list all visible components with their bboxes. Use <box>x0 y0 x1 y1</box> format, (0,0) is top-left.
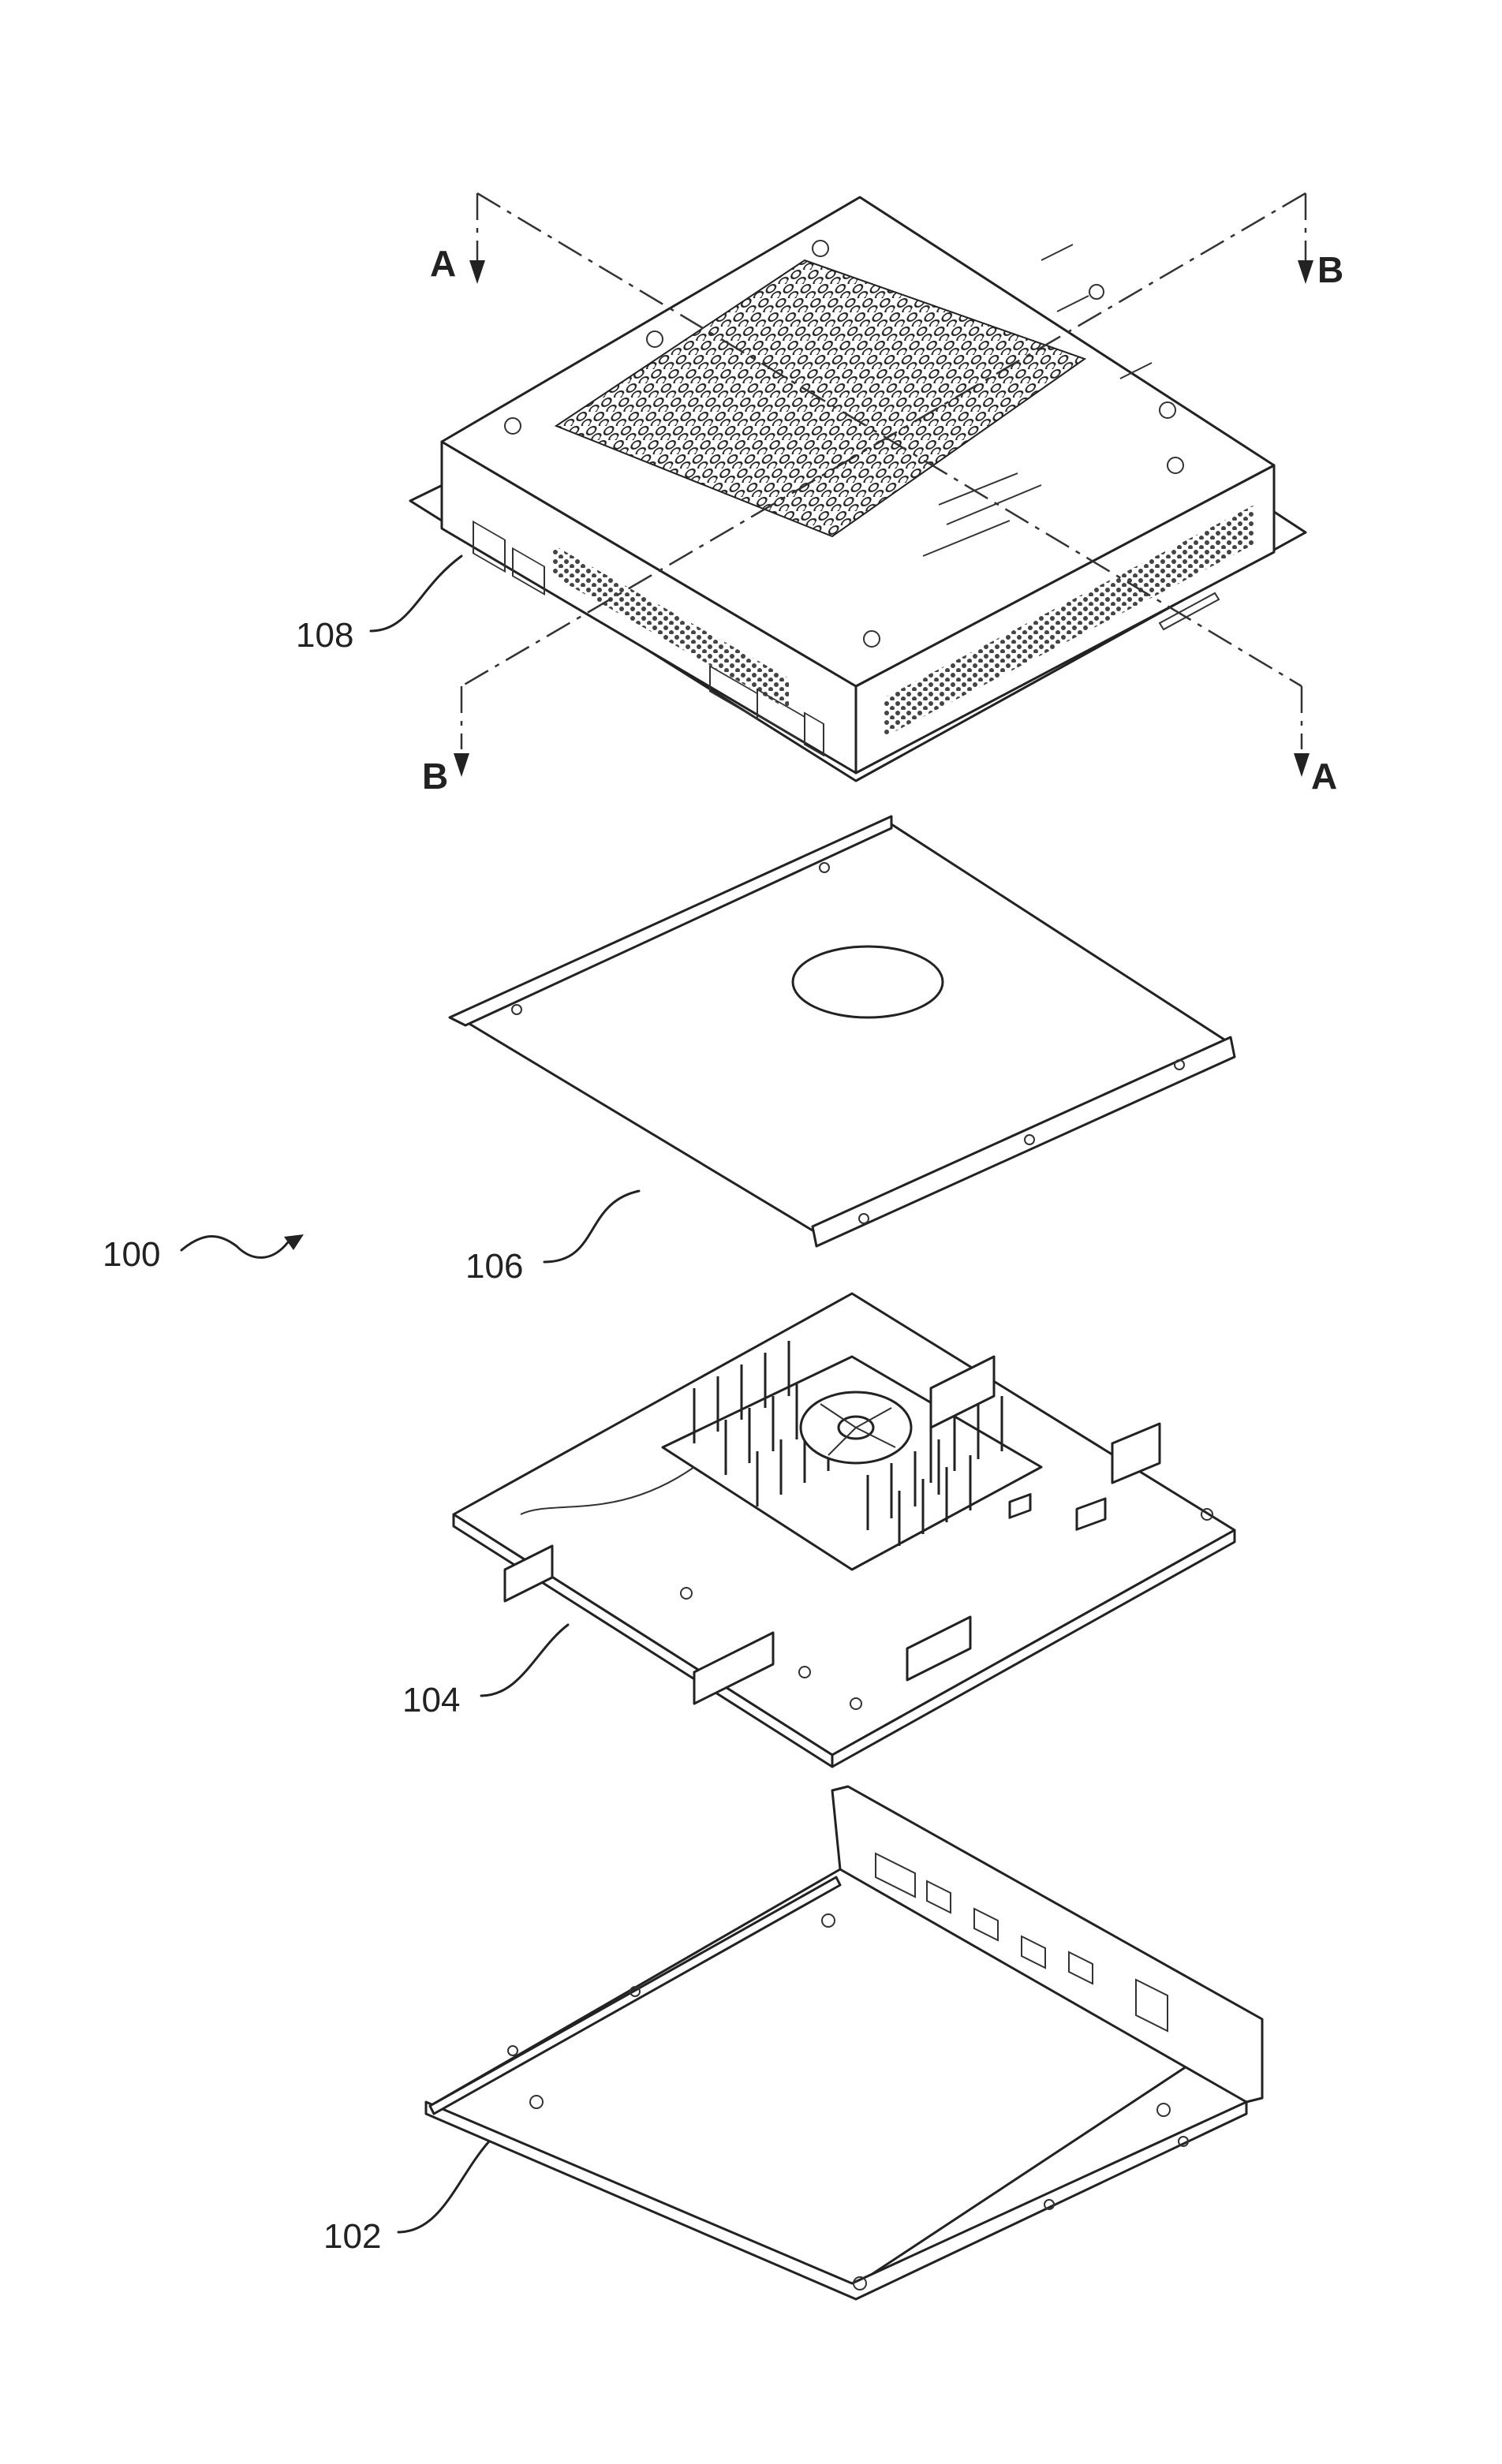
leader-100 <box>181 1237 288 1258</box>
leader-106 <box>544 1191 639 1262</box>
label-108: 108 <box>296 616 353 655</box>
label-102: 102 <box>323 2217 381 2256</box>
plate <box>450 816 1235 1246</box>
bottom-chassis <box>426 1786 1262 2299</box>
plate-opening <box>793 946 943 1017</box>
leader-104 <box>481 1625 568 1696</box>
label-104: 104 <box>402 1681 460 1719</box>
label-100: 100 <box>103 1235 160 1274</box>
leader-102 <box>398 2141 489 2232</box>
label-106: 106 <box>465 1247 523 1286</box>
section-mark-b-bottom: B <box>422 756 448 797</box>
section-mark-b-top: B <box>1317 249 1343 290</box>
leader-108 <box>371 556 461 631</box>
circuit-board <box>454 1294 1235 1767</box>
section-mark-a-top: A <box>430 243 456 284</box>
section-mark-a-bottom: A <box>1311 756 1337 797</box>
top-cover <box>410 197 1306 781</box>
